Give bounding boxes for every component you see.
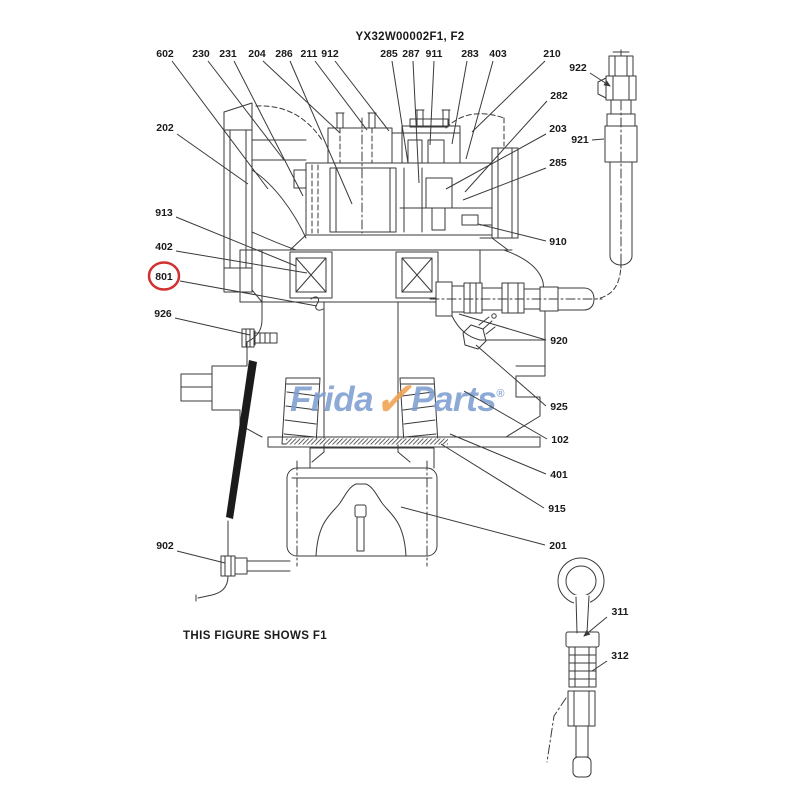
part-label-287: 287 [402, 48, 420, 60]
part-label-401: 401 [550, 469, 568, 481]
leader-line-926 [174, 317, 251, 336]
assembly-art [180, 49, 638, 778]
part-label-922: 922 [569, 62, 587, 74]
figure-title: YX32W00002F1, F2 [356, 31, 465, 43]
watermark: Frida✓Parts® [290, 373, 505, 425]
shaft-column [311, 301, 411, 463]
leader-line-312 [591, 660, 608, 672]
leader-line-911 [429, 60, 435, 146]
part-label-311: 311 [612, 606, 629, 618]
motor-top [289, 109, 519, 251]
leader-line-920 [458, 313, 547, 341]
leader-line-925 [475, 344, 547, 407]
hose-assembly [429, 281, 603, 317]
part-label-312: 312 [611, 650, 629, 662]
part-label-231: 231 [219, 48, 237, 60]
leader-line-201 [400, 506, 546, 546]
part-label-921: 921 [571, 134, 589, 146]
part-label-204: 204 [248, 48, 266, 60]
leader-line-211 [314, 60, 368, 131]
watermark-check-icon: ✓ [373, 373, 412, 425]
part-label-925: 925 [550, 401, 568, 413]
grease-fitting [462, 313, 497, 350]
leader-line-912 [334, 60, 390, 132]
leader-line-311 [583, 616, 608, 637]
leader-line-203 [445, 133, 547, 190]
part-label-230: 230 [192, 48, 210, 60]
leader-line-403 [465, 60, 494, 160]
part-label-210: 210 [543, 48, 561, 60]
part-label-285-top: 285 [380, 48, 398, 60]
lower-bearings [281, 377, 439, 445]
watermark-text-1: Frida [290, 380, 373, 419]
flange [239, 249, 513, 303]
leader-line-210 [471, 60, 546, 133]
part-label-920: 920 [550, 335, 568, 347]
leader-line-287 [412, 60, 420, 184]
part-label-801: 801 [155, 271, 173, 283]
figure-note: THIS FIGURE SHOWS F1 [183, 630, 327, 642]
leader-line-913 [175, 216, 297, 267]
watermark-registered-mark: ® [496, 388, 505, 400]
part-label-203: 203 [549, 123, 567, 135]
part-label-202: 202 [156, 122, 174, 134]
watermark-text-2: Parts [411, 380, 496, 419]
leader-line-231 [233, 60, 304, 197]
leader-line-902 [176, 550, 226, 564]
leader-line-801 [179, 280, 318, 307]
leader-line-102 [463, 390, 548, 440]
leader-line-402 [175, 250, 308, 274]
part-label-285-right: 285 [549, 157, 567, 169]
upper-bearings [289, 251, 439, 311]
part-label-286: 286 [275, 48, 293, 60]
leader-line-285-right [462, 167, 547, 201]
leader-line-915 [440, 443, 545, 509]
leader-line-202 [176, 133, 249, 185]
bolt-926 [241, 328, 278, 348]
right-case [451, 249, 546, 438]
highlight-circle-801 [147, 261, 181, 291]
seal-band [267, 436, 541, 448]
part-label-602: 602 [156, 48, 174, 60]
part-label-911: 911 [426, 48, 443, 60]
leader-line-285-top [391, 60, 409, 164]
leader-line-282 [464, 100, 548, 193]
fitting-902 [195, 520, 291, 602]
part-label-403: 403 [489, 48, 507, 60]
leader-line-286 [289, 60, 353, 205]
leader-line-401 [449, 433, 547, 475]
left-plate [223, 102, 323, 303]
leader-line-921 [591, 138, 605, 141]
part-label-402: 402 [155, 241, 173, 253]
part-label-211: 211 [301, 48, 318, 60]
leader-line-283 [451, 60, 468, 145]
part-label-915: 915 [548, 503, 566, 515]
leader-line-922 [589, 72, 611, 87]
part-label-913: 913 [155, 207, 173, 219]
leader-line-230 [207, 60, 285, 161]
leader-line-910 [477, 223, 547, 242]
pipe-assembly [595, 49, 638, 300]
thick-wedge [226, 360, 257, 519]
leader-line-602 [171, 60, 269, 190]
part-label-912: 912 [321, 48, 339, 60]
part-label-910: 910 [549, 236, 567, 248]
part-label-282: 282 [550, 90, 568, 102]
part-label-902: 902 [156, 540, 174, 552]
gear-case [286, 447, 438, 567]
part-label-201: 201 [549, 540, 567, 552]
part-label-102: 102 [551, 434, 569, 446]
part-label-926: 926 [154, 308, 172, 320]
eye-bolt [546, 557, 605, 778]
left-housing [180, 301, 263, 438]
leader-line-204 [262, 60, 341, 134]
part-label-283: 283 [461, 48, 479, 60]
